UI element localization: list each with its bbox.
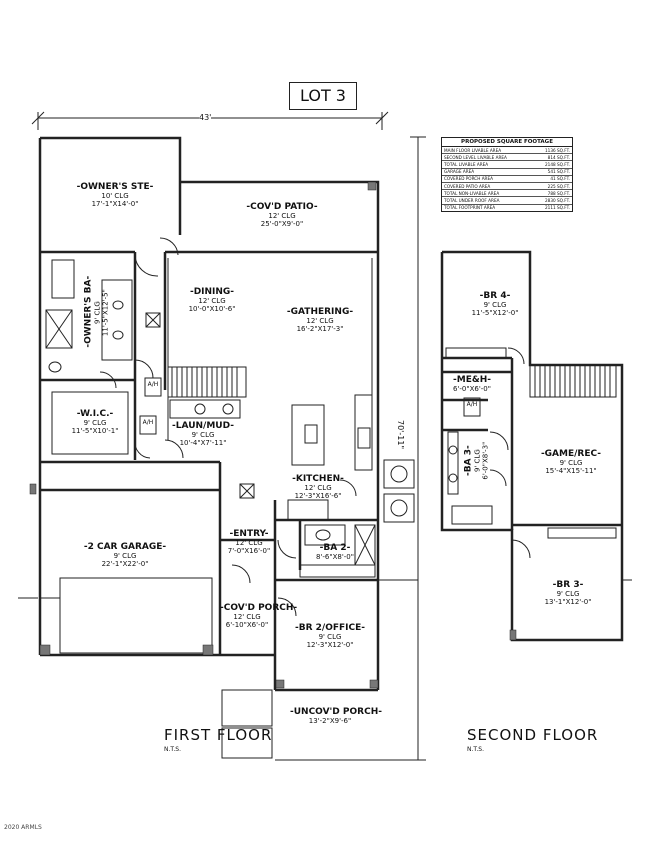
room-entry: -ENTRY- 12' CLG 7'-0"X16'-0" <box>227 529 271 555</box>
width-dimension: 43' <box>199 113 212 122</box>
room-bath-3: -BA 3- 9' CLG 6'-0"X8'-3" <box>463 441 489 480</box>
second-floor-scale: N.T.S. <box>467 746 484 753</box>
room-uncovd-porch: -UNCOV'D PORCH- 13'-2"X9'-6" <box>290 707 382 725</box>
depth-dimension: 70'-11" <box>396 420 405 450</box>
room-covd-porch: -COV'D PORCH- 12' CLG 6'-10"X6'-0" <box>220 603 298 629</box>
room-game-rec: -GAME/REC- 9' CLG 15'-4"X15'-11" <box>540 449 602 475</box>
room-mech: -ME&H- 6'-0"X6'-0" <box>453 375 491 393</box>
lot-title: LOT 3 <box>289 82 357 110</box>
air-handler-label: A/H <box>147 381 159 388</box>
room-covd-patio: -COV'D PATIO- 12' CLG 25'-0"X9'-0" <box>246 202 318 228</box>
first-floor-scale: N.T.S. <box>164 746 181 753</box>
room-garage: -2 CAR GARAGE- 9' CLG 22'-1"X22'-0" <box>83 542 167 568</box>
room-laundry-mud: -LAUN/MUD- 9' CLG 10'-4"X7'-11" <box>172 421 234 447</box>
sqft-heading: PROPOSED SQUARE FOOTAGE <box>442 138 572 147</box>
first-floor-title: FIRST FLOOR <box>164 726 273 744</box>
room-kitchen: -KITCHEN- 12' CLG 12'-3"X16'-6" <box>292 474 344 500</box>
copyright-watermark: 2020 ARMLS <box>4 824 42 831</box>
room-wic: -W.I.C.- 9' CLG 11'-5"X10'-1" <box>71 409 119 435</box>
room-gathering: -GATHERING- 12' CLG 16'-2"X17'-3" <box>286 307 354 333</box>
air-handler-2-label: A/H <box>466 401 478 408</box>
air-handler-label: A/H <box>142 419 154 426</box>
first-floor-walls <box>38 136 380 692</box>
room-owners-suite: -OWNER'S STE- 10' CLG 17'-1"X14'-0" <box>76 182 154 208</box>
room-bath-2: -BA 2- 8'-6"X8'-0" <box>316 543 354 561</box>
air-handler-first <box>144 377 162 397</box>
second-floor-title: SECOND FLOOR <box>467 726 599 744</box>
room-bedroom-3: -BR 3- 9' CLG 13'-1"X12'-0" <box>544 580 592 606</box>
room-owners-bath: -OWNER'S BA- 9' CLG 11'-5"X12'-5" <box>83 275 109 348</box>
square-footage-table: PROPOSED SQUARE FOOTAGE MAIN FLOOR LIVAB… <box>441 137 573 212</box>
kitchen-island <box>291 404 325 466</box>
second-floor-stairs <box>529 364 617 398</box>
room-dining: -DINING- 12' CLG 10'-0"X10'-6" <box>188 287 236 313</box>
room-bedroom-4: -BR 4- 9' CLG 11'-5"X12'-0" <box>471 291 519 317</box>
room-bedroom-2-office: -BR 2/OFFICE- 9' CLG 12'-3"X12'-0" <box>295 623 365 649</box>
